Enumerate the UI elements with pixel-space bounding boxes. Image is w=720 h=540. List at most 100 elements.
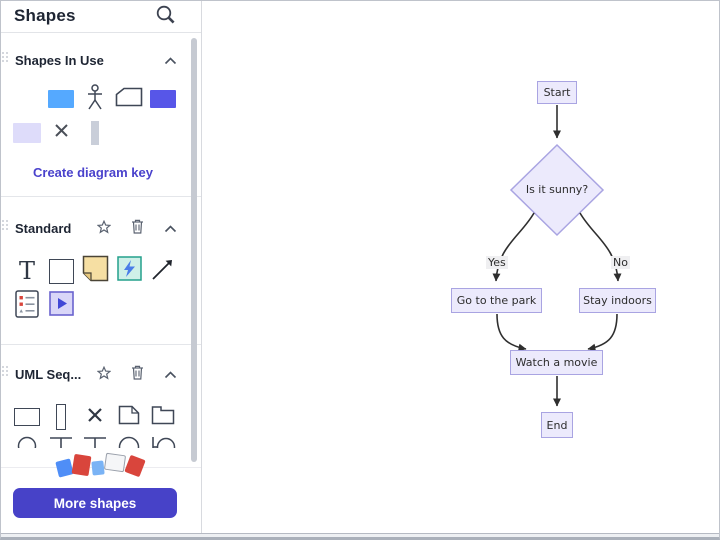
- edge-label-yes[interactable]: Yes: [486, 256, 508, 269]
- shape-uml-destroy[interactable]: [78, 401, 112, 433]
- section-standard: Standard T: [0, 197, 201, 322]
- collapse-section-button[interactable]: [164, 53, 177, 68]
- chevron-up-icon: [164, 53, 177, 68]
- shape-arrow-line[interactable]: [146, 255, 180, 287]
- shape-uml-boundary[interactable]: [146, 433, 180, 448]
- shape-pile-illustration: [55, 452, 150, 488]
- shape-play-button[interactable]: [44, 290, 78, 322]
- frame-clipped-corner-icon: [115, 87, 143, 112]
- bullet-list-icon: [15, 289, 39, 323]
- shape-rectangle[interactable]: [44, 255, 78, 287]
- delete-section-button[interactable]: [131, 365, 144, 383]
- star-icon: [96, 219, 112, 237]
- search-icon: [155, 4, 177, 29]
- activation-bar-icon: [91, 121, 99, 145]
- window-bottom-edge: [0, 533, 720, 540]
- shape-actor[interactable]: [78, 83, 112, 115]
- flowchart-node-start[interactable]: Start: [537, 81, 577, 104]
- shape-uml-activation[interactable]: [44, 401, 78, 433]
- diagonal-arrow-icon: [150, 256, 176, 287]
- lightning-bolt-icon: [116, 256, 142, 286]
- panel-title: Shapes: [14, 6, 76, 25]
- more-shapes-footer: More shapes: [0, 452, 201, 533]
- collapse-section-button[interactable]: [164, 367, 177, 382]
- shape-sticky-note[interactable]: [78, 255, 112, 287]
- edge-no[interactable]: [579, 212, 622, 282]
- rectangle-outline-icon: [14, 408, 40, 426]
- chevron-up-icon: [164, 221, 177, 236]
- section-title: UML Seq...: [15, 366, 82, 382]
- flowchart-node-park[interactable]: Go to the park: [451, 288, 542, 313]
- x-mark-icon: [87, 407, 103, 428]
- favorite-section-button[interactable]: [96, 219, 112, 237]
- shape-lightning-process[interactable]: [112, 255, 146, 287]
- tee-bar-icon: [82, 435, 108, 448]
- indigo-rectangle-icon: [150, 90, 176, 108]
- collapse-section-button[interactable]: [164, 221, 177, 236]
- edge-indoors-movie[interactable]: [587, 313, 618, 352]
- diagram-canvas[interactable]: Start Is it sunny? Yes No Go to the park…: [202, 0, 720, 533]
- light-blue-shape-icon: [91, 460, 105, 476]
- play-icon: [48, 291, 74, 321]
- star-icon: [96, 365, 112, 383]
- shapes-panel: Shapes Shapes In Use: [0, 0, 202, 533]
- more-shapes-button[interactable]: More shapes: [13, 488, 177, 518]
- section-title: Shapes In Use: [15, 52, 104, 68]
- activation-bar-outline-icon: [56, 404, 66, 430]
- section-drag-handle[interactable]: [2, 220, 9, 238]
- section-drag-handle[interactable]: [2, 52, 9, 70]
- shape-uml-package[interactable]: [146, 401, 180, 433]
- decision-diamond-shape[interactable]: [509, 143, 605, 237]
- edge-label-no[interactable]: No: [611, 256, 630, 269]
- shape-uml-endpoint-2[interactable]: [78, 433, 112, 448]
- create-diagram-key-link[interactable]: Create diagram key: [33, 165, 153, 180]
- shape-uml-endpoint-1[interactable]: [44, 433, 78, 448]
- blue-rectangle-icon: [48, 90, 74, 108]
- edge-park-movie[interactable]: [496, 313, 527, 352]
- flowchart-node-movie[interactable]: Watch a movie: [510, 350, 603, 375]
- red-card-icon: [71, 453, 92, 477]
- flowchart-node-decision-label: Is it sunny?: [525, 183, 589, 196]
- shape-uml-lifeline[interactable]: [10, 433, 44, 448]
- sticky-note-icon: [82, 255, 109, 287]
- section-title: Standard: [15, 220, 72, 236]
- lavender-rectangle-icon: [13, 123, 41, 143]
- shape-rectangle-indigo[interactable]: [146, 83, 180, 115]
- rectangle-outline-icon: [48, 258, 74, 284]
- red-card-icon: [124, 454, 146, 478]
- shape-uml-entity[interactable]: [112, 433, 146, 448]
- sidebar-scrollbar-thumb[interactable]: [191, 38, 197, 462]
- shape-bullet-list[interactable]: [10, 289, 44, 323]
- circle-icon: [117, 435, 141, 448]
- flowchart-connectors: [492, 105, 622, 407]
- edge-yes[interactable]: [492, 212, 535, 282]
- folder-icon: [151, 405, 175, 430]
- shape-slot-empty: [10, 83, 44, 115]
- trash-icon: [131, 365, 144, 383]
- text-tool-icon: T: [18, 257, 35, 285]
- actor-stick-figure-icon: [86, 83, 104, 115]
- flowchart-node-end[interactable]: End: [541, 412, 573, 438]
- search-shapes-button[interactable]: [155, 5, 177, 27]
- blue-shape-icon: [55, 458, 74, 478]
- shape-rectangle-lavender[interactable]: [10, 117, 44, 149]
- boundary-icon: [150, 435, 176, 448]
- section-shapes-in-use: Shapes In Use: [0, 33, 201, 190]
- shape-uml-rectangle[interactable]: [10, 401, 44, 433]
- delete-section-button[interactable]: [131, 219, 144, 237]
- x-mark-icon: [54, 123, 69, 143]
- shape-rectangle-blue[interactable]: [44, 83, 78, 115]
- tee-bar-icon: [48, 435, 74, 448]
- shape-activation-bar[interactable]: [78, 117, 112, 149]
- shape-uml-note[interactable]: [112, 401, 146, 433]
- shape-text[interactable]: T: [10, 255, 44, 287]
- shape-frame[interactable]: [112, 83, 146, 115]
- shapes-panel-header: Shapes: [0, 0, 201, 33]
- flowchart-node-indoors[interactable]: Stay indoors: [579, 288, 656, 313]
- uml-shapes-row-clipped: [0, 433, 201, 448]
- favorite-section-button[interactable]: [96, 365, 112, 383]
- shape-delete-x[interactable]: [44, 117, 78, 149]
- section-drag-handle[interactable]: [2, 366, 9, 384]
- wireframe-cube-icon: [103, 452, 127, 473]
